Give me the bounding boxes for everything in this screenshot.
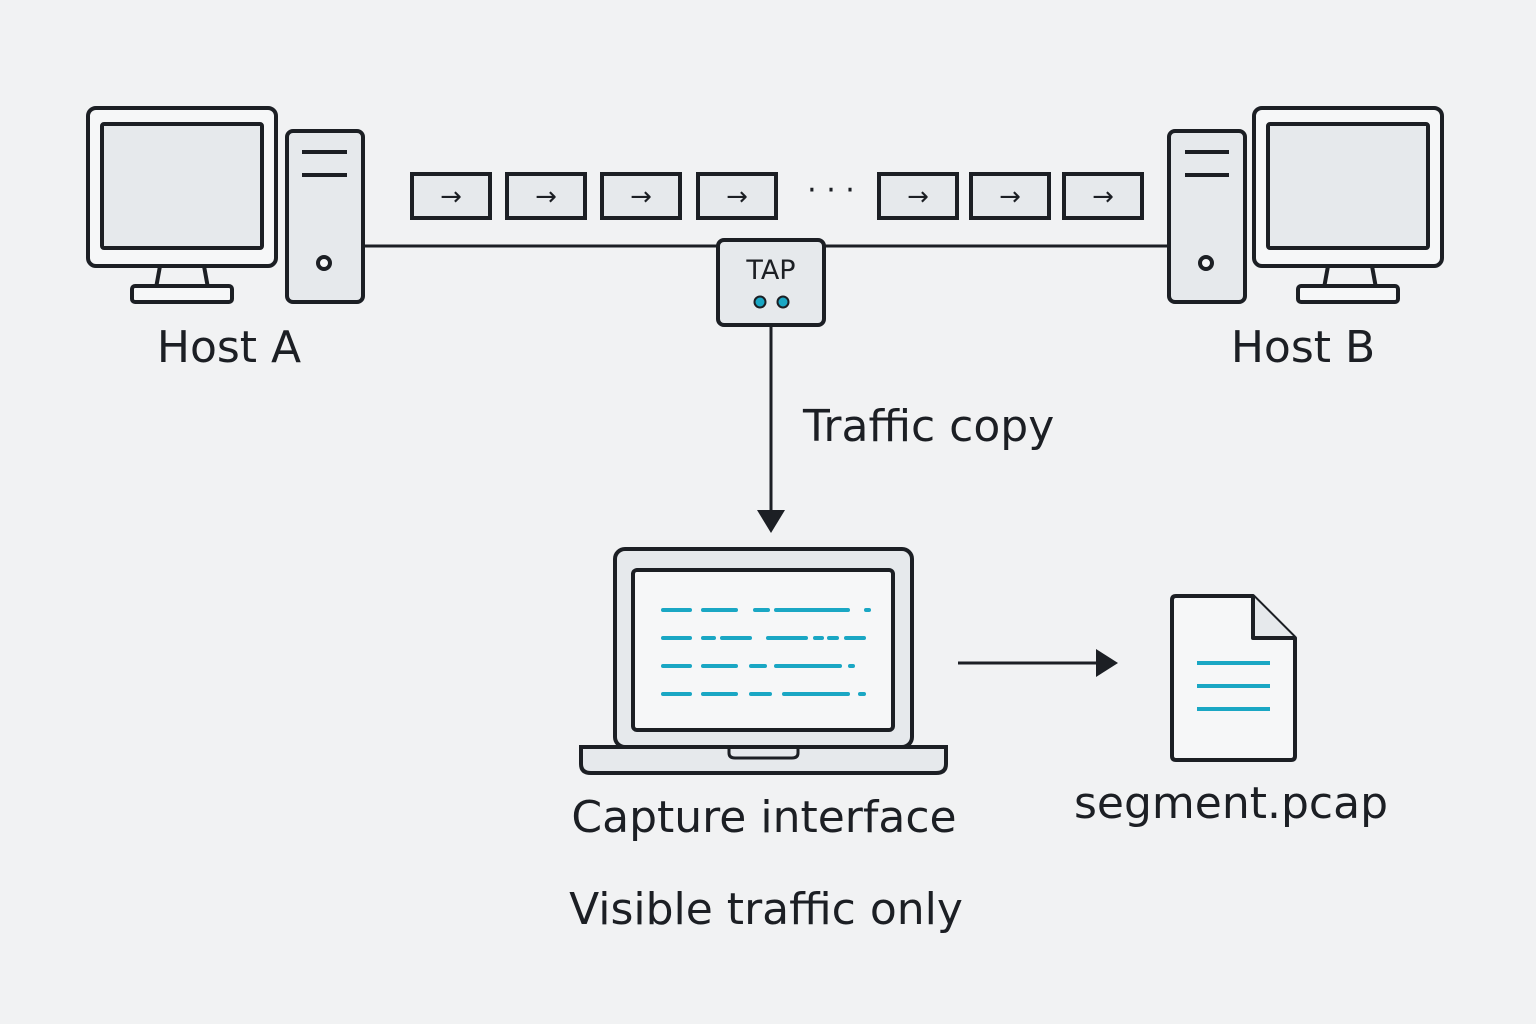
tap-led-icon <box>753 295 767 309</box>
host-a-monitor-icon <box>86 106 278 304</box>
packet-icon: → <box>969 172 1051 220</box>
packet-arrow-glyph: → <box>907 182 929 212</box>
packet-arrow-glyph: → <box>1092 182 1114 212</box>
packet-icon: → <box>696 172 778 220</box>
packet-gap-ellipsis: · · · <box>807 173 855 208</box>
packet-arrow-glyph: → <box>999 182 1021 212</box>
output-arrowhead-icon <box>1096 649 1118 677</box>
capture-interface-label: Capture interface <box>571 792 957 843</box>
traffic-copy-label: Traffic copy <box>803 401 1055 452</box>
capture-screen-traffic-lines <box>661 608 871 696</box>
packet-arrow-glyph: → <box>630 182 652 212</box>
packet-icon: → <box>600 172 682 220</box>
packet-icon: → <box>410 172 492 220</box>
packet-arrow-glyph: → <box>726 182 748 212</box>
packet-icon: → <box>1062 172 1144 220</box>
host-b-monitor-icon <box>1252 106 1444 304</box>
packet-arrow-glyph: → <box>440 182 462 212</box>
tap-led-icon <box>776 295 790 309</box>
visible-traffic-note: Visible traffic only <box>569 884 963 935</box>
packet-arrow-glyph: → <box>535 182 557 212</box>
capture-laptop-icon <box>579 547 948 775</box>
host-b-label: Host B <box>1230 322 1376 373</box>
tap-label: TAP <box>745 255 795 286</box>
pcap-file-label: segment.pcap <box>1074 778 1388 829</box>
host-b-tower-icon <box>1167 129 1247 304</box>
packet-icon: → <box>877 172 959 220</box>
host-a-tower-icon <box>285 129 365 304</box>
pcap-file-icon <box>1170 594 1297 762</box>
packet-stream: → → → → → → → <box>410 172 1144 220</box>
traffic-copy-arrowhead-icon <box>757 510 785 533</box>
tap-device-icon: TAP <box>716 238 826 327</box>
host-a-label: Host A <box>156 322 302 373</box>
packet-icon: → <box>505 172 587 220</box>
